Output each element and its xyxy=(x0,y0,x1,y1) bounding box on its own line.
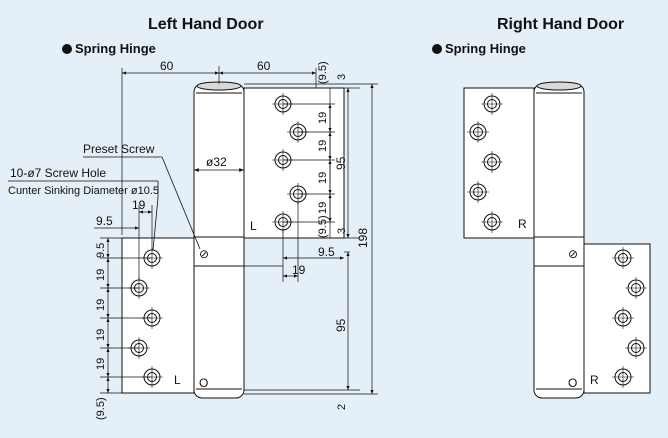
dim-19-right: 19 xyxy=(292,263,306,277)
dim-60-right: 60 xyxy=(257,59,271,73)
right-subtitle-text: Spring Hinge xyxy=(445,41,526,56)
left-diagram-title: Left Hand Door xyxy=(148,16,264,33)
left-subtitle-text: Spring Hinge xyxy=(75,41,156,56)
right-diagram-subtitle: Spring Hinge xyxy=(432,41,526,56)
dim-95-lower: 95 xyxy=(334,318,348,332)
right-knuckle xyxy=(533,83,585,399)
left-upper-leaf-mark: L xyxy=(250,219,257,233)
dim-paren-9-5-top: (9.5) xyxy=(317,61,329,84)
preset-screw-label: Preset Screw xyxy=(83,142,155,156)
dim-paren-9-5-mid: (9.5) xyxy=(317,215,329,238)
dim-3-top: 3 xyxy=(336,74,348,80)
screw-hole-label: 10-ø7 Screw Hole xyxy=(10,166,106,180)
dim-19-v1: 19 xyxy=(95,269,107,281)
right-diagram-title: Right Hand Door xyxy=(497,16,625,33)
left-upper-leaf xyxy=(243,87,345,239)
dim-19-v4: 19 xyxy=(95,358,107,370)
dim-19-c: 19 xyxy=(317,172,329,184)
left-lower-leaf-mark: L xyxy=(174,373,181,387)
dim-19-a: 19 xyxy=(317,112,329,124)
dim-9-5-right: 9.5 xyxy=(318,245,335,259)
pin-bottom-mark: O xyxy=(199,376,208,390)
bullet-icon xyxy=(62,44,72,54)
dim-2: 2 xyxy=(336,404,348,410)
left-hinge xyxy=(121,81,345,399)
dim-paren-9-5-bottom: (9.5) xyxy=(95,397,107,420)
countersink-label: Cunter Sinking Diameter ø10.5 xyxy=(8,185,159,197)
right-lower-leaf-mark: R xyxy=(590,373,599,387)
bullet-icon xyxy=(432,44,442,54)
dim-19-b: 19 xyxy=(317,140,329,152)
dim-19-v3: 19 xyxy=(95,329,107,341)
dim-9-5-left: 9.5 xyxy=(96,214,113,228)
right-hinge xyxy=(463,81,651,399)
left-diagram-subtitle: Spring Hinge xyxy=(62,41,156,56)
dim-3-mid: 3 xyxy=(336,228,348,234)
dim-19-d: 19 xyxy=(317,202,329,214)
left-knuckle xyxy=(193,83,245,399)
right-preset-screw-mark: ⊘ xyxy=(568,247,578,261)
dim-95-upper: 95 xyxy=(334,156,348,170)
pin-diameter-label: ø32 xyxy=(206,155,227,169)
preset-screw-mark: ⊘ xyxy=(199,247,209,261)
right-upper-leaf-mark: R xyxy=(518,217,527,231)
dim-198: 198 xyxy=(356,228,370,248)
dim-19-v2: 19 xyxy=(95,299,107,311)
dim-9-5-vertical: 9.5 xyxy=(95,243,107,258)
dim-60-left: 60 xyxy=(160,59,174,73)
dim-19-left: 19 xyxy=(132,198,146,212)
right-pin-bottom-mark: O xyxy=(568,376,577,390)
